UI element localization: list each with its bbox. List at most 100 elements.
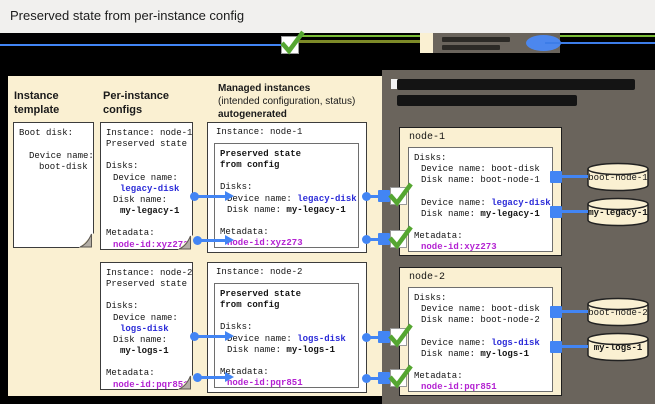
vm-panel-heading-obscured (397, 79, 635, 90)
connector-line (562, 175, 588, 178)
preserved-state-box: Preserved state from config Disks: Devic… (214, 143, 359, 248)
instance-line: Instance: node-2 (106, 268, 193, 278)
disk-cylinder-boot-node-1: boot-node-1 (586, 162, 650, 192)
connector-dot (362, 192, 371, 201)
disks-label: Disks: (106, 301, 139, 312)
connector-line (199, 376, 226, 379)
check-icon (388, 225, 413, 250)
vm-name: node-2 (409, 272, 446, 283)
managed-instance-node-2: Instance: node-2 Preserved state from co… (207, 262, 367, 393)
metadata-value: node-id:pqr851 (421, 382, 497, 392)
preserved-state-box: Preserved state from config Disks: Devic… (214, 283, 359, 388)
cylinder-icon (587, 332, 649, 362)
connector-square (378, 331, 390, 343)
device-name-value: legacy-disk (120, 183, 180, 194)
legend-reference-oval (526, 35, 561, 51)
boot-disk-line: Disk name: boot-node-2 (421, 315, 540, 326)
connector-line (368, 377, 386, 380)
device-name-label: Device name: (113, 172, 178, 183)
connector-line (199, 239, 226, 242)
cylinder-icon (587, 162, 649, 192)
legend-config-swatch (420, 33, 433, 53)
legend-olive-line (298, 40, 453, 43)
cylinder-icon (587, 197, 649, 227)
connector-dot (190, 332, 199, 341)
metadata-label: Metadata: (414, 371, 463, 382)
connector-line (562, 310, 588, 313)
disk-label: my-logs-1 (593, 343, 643, 353)
preserved-state-line: Preserved state (220, 289, 302, 299)
column-header-managed-instances: Managed instances (218, 83, 311, 94)
metadata-value: node-id:xyz273 (113, 239, 189, 250)
disk-label: my-legacy-1 (588, 208, 648, 218)
metadata-label: Metadata: (220, 227, 269, 238)
connector-square (378, 233, 390, 245)
preserved-state-line: Preserved state (106, 139, 188, 150)
legend-blue-line (0, 44, 284, 46)
folded-corner-icon (178, 235, 193, 250)
boot-disk-label: Boot disk: (19, 128, 74, 138)
arrow-right-icon (225, 235, 234, 245)
disk-name-line: Disk name: my-legacy-1 (227, 204, 346, 215)
managed-instance-node-1: Instance: node-1 Preserved state from co… (207, 122, 367, 253)
metadata-label: Metadata: (106, 228, 155, 239)
connector-dot (362, 374, 371, 383)
connector-line (196, 195, 226, 198)
connector-square (550, 171, 562, 183)
stateful-device-line: Device name: legacy-disk (421, 197, 551, 208)
legend-obscured-text (442, 45, 500, 50)
title-bar: Preserved state from per-instance config (0, 0, 655, 33)
connector-line (562, 345, 588, 348)
stateful-disk-line: Disk name: my-legacy-1 (421, 208, 540, 219)
stateful-device-line: Device name: logs-disk (421, 337, 540, 348)
per-instance-config-node-1: Instance: node-1 Preserved state Disks: … (100, 122, 193, 250)
connector-square (550, 341, 562, 353)
metadata-label: Metadata: (414, 231, 463, 242)
vm-detail-box: Disks: Device name: boot-disk Disk name:… (408, 287, 553, 392)
connector-dot (193, 373, 202, 382)
instance-title: Instance: node-1 (216, 127, 303, 137)
arrow-right-icon (225, 331, 234, 341)
connector-dot (193, 236, 202, 245)
per-instance-config-node-2: Instance: node-2 Preserved state Disks: … (100, 262, 193, 390)
column-header-per-instance-configs: Per-instance configs (103, 90, 170, 116)
metadata-label: Metadata: (220, 367, 269, 378)
column-header-managed-sub: (intended configuration, status) (218, 96, 356, 107)
connector-line (562, 210, 588, 213)
from-config-line: from config (220, 160, 280, 171)
disks-label: Disks: (106, 161, 139, 172)
disks-label: Disks: (414, 293, 447, 303)
metadata-value: node-id:pqr851 (113, 379, 189, 390)
disk-name-label: Disk name: (113, 195, 168, 206)
vm-node-1: node-1 Disks: Device name: boot-disk Dis… (399, 127, 562, 256)
disks-label: Disks: (414, 153, 447, 163)
disk-name-label: Disk name: (113, 335, 168, 346)
preserved-state-line: Preserved state (106, 279, 188, 290)
instance-title: Instance: node-2 (216, 267, 303, 277)
vm-detail-box: Disks: Device name: boot-disk Disk name:… (408, 147, 553, 252)
vm-name: node-1 (409, 132, 446, 143)
device-name-line: Device name: logs-disk (227, 333, 346, 344)
folded-corner-icon (178, 375, 193, 390)
connector-dot (362, 333, 371, 342)
preserved-state-line: Preserved state (220, 149, 302, 159)
device-name-line: Device name: legacy-disk (227, 193, 357, 204)
instance-line: Instance: node-1 (106, 128, 193, 138)
check-icon (388, 323, 413, 348)
connector-dot (190, 192, 199, 201)
check-icon (388, 182, 413, 207)
legend-blue-line-right (545, 42, 655, 44)
disks-label: Disks: (220, 322, 253, 333)
boot-disk-line: Disk name: boot-node-1 (421, 175, 540, 186)
legend-obscured-text (442, 37, 510, 42)
arrow-right-icon (225, 191, 234, 201)
column-header-instance-template: Instance template (14, 90, 60, 116)
vm-panel-heading-mark (391, 79, 398, 89)
disk-name-line: Disk name: my-logs-1 (227, 344, 336, 355)
device-name-value: boot-disk (39, 162, 88, 173)
disk-cylinder-boot-node-2: boot-node-2 (586, 297, 650, 327)
metadata-label: Metadata: (106, 368, 155, 379)
connector-square (550, 306, 562, 318)
disk-label: boot-node-2 (588, 308, 648, 318)
